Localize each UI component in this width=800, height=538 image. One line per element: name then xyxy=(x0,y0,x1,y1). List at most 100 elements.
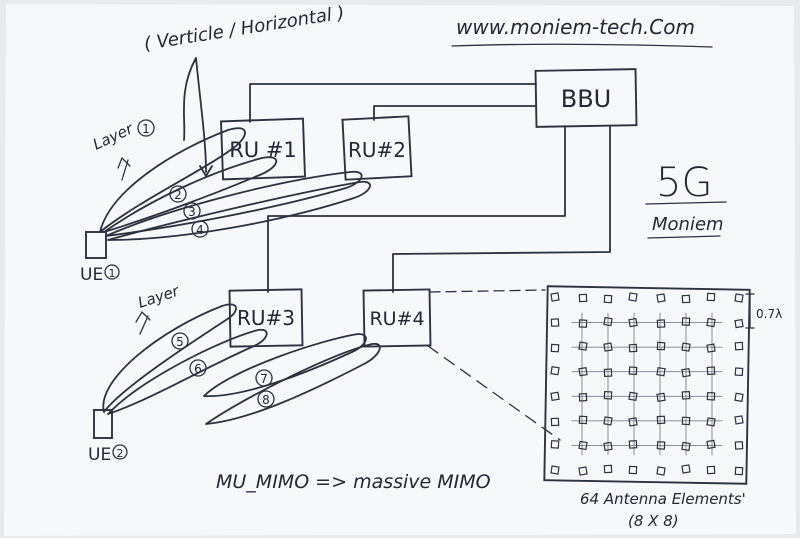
antenna-element xyxy=(578,415,588,425)
antenna-element xyxy=(628,343,638,353)
antenna-element xyxy=(628,465,638,475)
beam-layer4 xyxy=(107,180,371,241)
layer5-number: 5 xyxy=(176,335,184,349)
antenna-element xyxy=(550,440,560,449)
layer2-circle xyxy=(169,185,187,203)
link-bbu-ru1 xyxy=(249,83,537,123)
antenna-element xyxy=(603,464,613,474)
antenna-element xyxy=(734,466,744,476)
ue2-label: UE xyxy=(88,445,111,465)
layer7-number: 7 xyxy=(260,372,268,386)
layer4-number: 4 xyxy=(196,223,204,237)
layer7-circle xyxy=(255,369,273,387)
website-underline xyxy=(451,43,713,48)
antenna-element xyxy=(681,294,691,304)
ru4-box xyxy=(362,288,432,348)
antenna-element xyxy=(734,293,744,303)
antenna-array-frame xyxy=(543,285,751,485)
layer1-index: 1 xyxy=(142,122,150,136)
antenna-element xyxy=(628,366,638,376)
layer5-circle xyxy=(171,332,189,350)
antenna-element xyxy=(603,390,613,400)
antenna-element xyxy=(656,293,666,303)
antenna-element xyxy=(628,391,638,401)
antenna-element xyxy=(550,366,560,376)
antenna-element xyxy=(681,464,691,474)
bbu-box xyxy=(534,68,638,128)
layer8-circle xyxy=(257,390,275,408)
antenna-element xyxy=(734,367,744,377)
antenna-element xyxy=(681,317,691,326)
antenna-caption: 64 Antenna Elements' xyxy=(580,490,746,508)
layer8-number: 8 xyxy=(262,393,270,407)
link-bbu-ru3 xyxy=(267,125,566,293)
ru4-label: RU#4 xyxy=(369,308,424,330)
antenna-element xyxy=(656,441,666,450)
antenna-element xyxy=(656,415,666,425)
antenna-element xyxy=(734,341,744,351)
beam-layer6 xyxy=(107,328,268,415)
antenna-element xyxy=(603,368,613,378)
layer1-arrow xyxy=(117,156,131,181)
layer1-index-circle xyxy=(137,119,155,137)
ru2-box xyxy=(341,115,413,181)
ru3-box xyxy=(228,288,304,348)
beam-layer5 xyxy=(102,303,237,413)
antenna-element xyxy=(706,465,716,475)
antenna-element xyxy=(734,392,744,402)
zoom-line-bottom xyxy=(427,345,561,441)
ru2-label: RU#2 xyxy=(348,138,406,162)
antenna-element xyxy=(706,366,716,376)
ru1-box xyxy=(220,117,306,181)
antenna-element xyxy=(681,390,691,400)
antenna-element xyxy=(628,440,638,449)
antenna-element xyxy=(656,319,666,328)
ue2-index-circle xyxy=(112,444,128,460)
link-bbu-ru2 xyxy=(373,105,537,121)
antenna-element xyxy=(734,415,744,425)
antenna-element xyxy=(550,318,560,327)
antenna-element xyxy=(706,391,716,401)
ue1-index-circle xyxy=(104,264,120,280)
antenna-element xyxy=(706,439,716,450)
antenna-array-elements xyxy=(550,292,744,476)
layer2-number: 2 xyxy=(174,188,182,202)
antenna-element xyxy=(656,466,666,476)
antenna-element xyxy=(603,316,613,327)
beam-layer1 xyxy=(99,127,246,233)
paper-sheet xyxy=(4,4,796,536)
antenna-element xyxy=(550,292,560,302)
ue1-device xyxy=(85,231,107,259)
ue2-index: 2 xyxy=(117,447,124,460)
antenna-element xyxy=(628,417,638,427)
antenna-element xyxy=(734,318,744,329)
website-url: www.moniem-tech.Com xyxy=(456,15,695,39)
antenna-element xyxy=(550,391,560,401)
polarization-arrowhead xyxy=(199,165,213,177)
antenna-element xyxy=(681,441,691,452)
layer6-circle xyxy=(189,359,207,377)
antenna-element xyxy=(706,292,716,302)
brand-subtitle-underline xyxy=(647,235,721,239)
antenna-element xyxy=(681,342,691,352)
antenna-element xyxy=(603,294,613,304)
antenna-element xyxy=(628,317,638,328)
antenna-array-grid xyxy=(571,312,723,456)
antenna-element xyxy=(681,416,691,426)
brand-title-underline xyxy=(645,201,727,205)
beam-layer8 xyxy=(205,343,381,425)
antenna-element xyxy=(578,466,588,476)
antenna-element xyxy=(578,392,588,402)
antenna-element xyxy=(656,392,666,402)
antenna-element xyxy=(578,319,588,328)
antenna-element xyxy=(550,465,560,475)
antenna-element xyxy=(603,416,613,426)
antenna-element xyxy=(734,441,744,450)
antenna-element xyxy=(578,440,588,451)
spacing-label: 0.7λ xyxy=(756,307,782,321)
antenna-element xyxy=(656,341,666,351)
layer6-number: 6 xyxy=(194,362,202,376)
antenna-element xyxy=(550,343,560,353)
layer3-circle xyxy=(183,202,201,220)
